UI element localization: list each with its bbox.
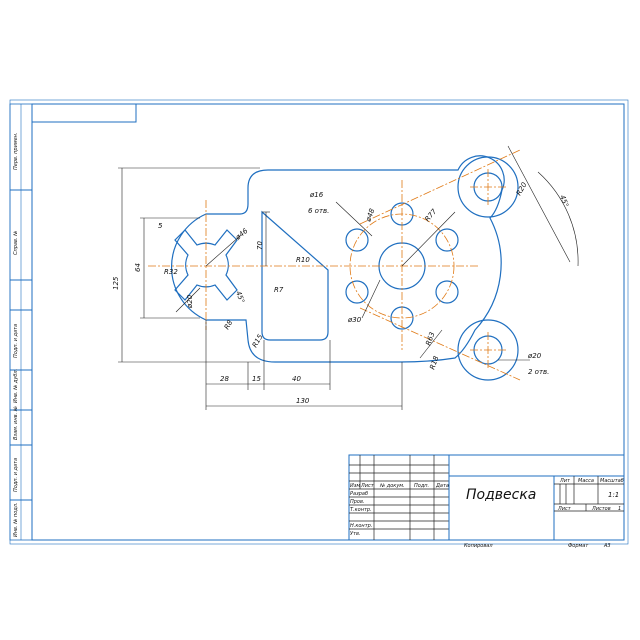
title-block: Изм Лист № докум. Подп. Дата Разраб Пров… xyxy=(348,454,625,549)
label-podp-data-2: Подп. и дата xyxy=(13,458,19,492)
scale-value: 1:1 xyxy=(608,491,619,499)
dim-45-left: 45° xyxy=(234,290,246,304)
dim-r10: R10 xyxy=(296,256,310,264)
col-sign: Подп. xyxy=(414,483,429,489)
dimension-lines xyxy=(118,145,579,410)
col-date: Дата xyxy=(435,483,449,489)
label-podp-data-1: Подп. и дата xyxy=(13,324,19,358)
label-inv-dubl: Инв. № дубл. xyxy=(13,369,19,403)
format-label: Формат xyxy=(568,543,589,549)
dim-d48: ø48 xyxy=(364,207,377,224)
row-utv: Утв. xyxy=(350,531,361,537)
row-razrab: Разраб xyxy=(350,491,368,497)
part-name: Подвеска xyxy=(466,487,536,503)
format-value: А3 xyxy=(603,543,611,549)
sheet-border xyxy=(9,99,629,545)
dim-r7: R7 xyxy=(274,286,284,294)
part-outline xyxy=(170,155,519,381)
sheets-value: 1 xyxy=(618,506,621,512)
label-sprav: Справ. № xyxy=(13,231,19,255)
dim-r20: R20 xyxy=(515,181,529,197)
dim-125: 125 xyxy=(112,276,120,290)
label-vzam-inv: Взам. инв. № xyxy=(13,406,19,440)
row-nkontr: Н.контр. xyxy=(350,523,372,529)
header-mass: Масса xyxy=(578,478,594,484)
dim-r8: R8 xyxy=(223,318,235,331)
dim-holes-6: 6 отв. xyxy=(308,207,329,215)
sheets-label: Листов xyxy=(591,506,611,512)
dim-5: 5 xyxy=(158,222,163,230)
center-lines xyxy=(148,149,521,381)
label-inv-podl: Инв. № подл. xyxy=(13,503,19,538)
dim-d20-right: ø20 xyxy=(527,352,542,360)
col-list: Лист xyxy=(360,483,375,489)
dim-d20-left: ø20 xyxy=(186,294,194,309)
col-doc: № докум. xyxy=(379,483,405,489)
col-izm: Изм xyxy=(350,483,360,489)
dim-28: 28 xyxy=(220,375,229,383)
sheet-label: Лист xyxy=(557,506,572,512)
dim-d16: ø16 xyxy=(309,191,324,199)
dim-r18: R18 xyxy=(428,354,440,370)
dim-15: 15 xyxy=(252,375,261,383)
row-prov: Пров. xyxy=(350,499,365,505)
top-left-stamp xyxy=(31,103,137,123)
dim-holes-2: 2 отв. xyxy=(528,368,549,376)
dim-40: 40 xyxy=(292,375,301,383)
label-perv-primen: Перв. примен. xyxy=(13,132,19,170)
dim-d30: ø30 xyxy=(347,316,362,324)
dim-r32: R32 xyxy=(164,268,178,276)
dim-45-right: 45° xyxy=(558,194,570,208)
copied-label: Копировал xyxy=(464,543,493,549)
dim-130: 130 xyxy=(296,397,310,405)
header-lit: Лит xyxy=(559,478,571,484)
dim-r77: R77 xyxy=(423,207,438,223)
left-side-strip: Перв. примен. Справ. № Подп. и дата Инв.… xyxy=(9,103,33,541)
header-scale: Масштаб xyxy=(600,478,624,484)
dim-70: 70 xyxy=(256,241,264,250)
row-tkontr: Т.контр. xyxy=(350,507,372,513)
dim-64: 64 xyxy=(134,263,142,272)
